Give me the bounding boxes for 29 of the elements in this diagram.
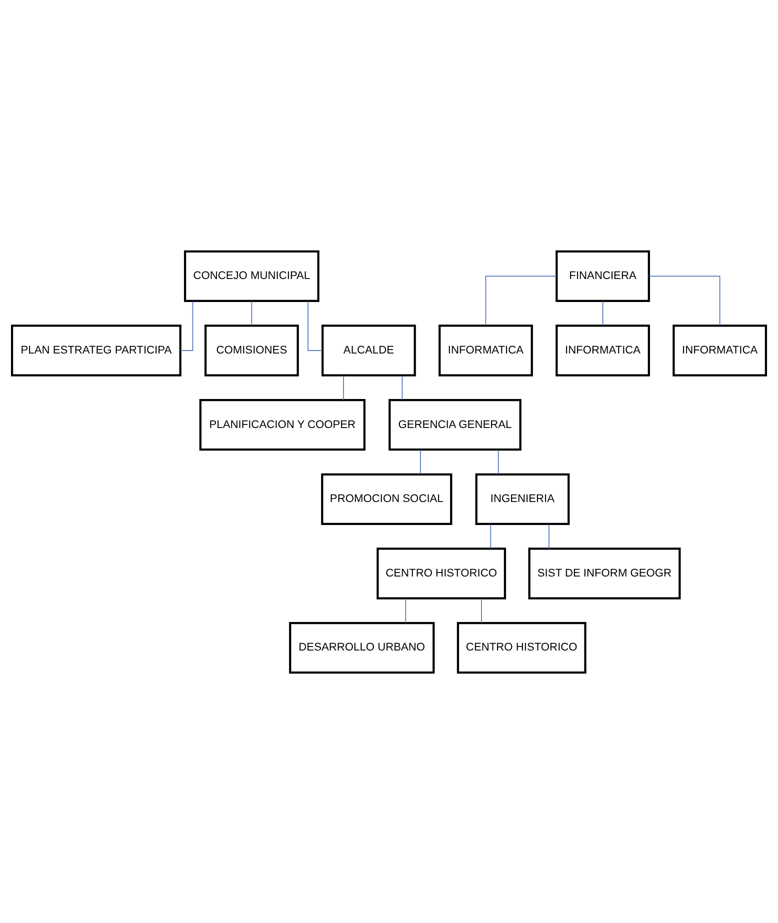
connector — [490, 523, 492, 549]
node-box: INGENIERIA — [475, 472, 570, 524]
node-box: PLAN ESTRATEG PARTICIPA — [10, 324, 182, 376]
node-box: PROMOCION SOCIAL — [321, 472, 452, 524]
node-box: GERENCIA GENERAL — [388, 398, 522, 450]
connector — [343, 374, 344, 400]
node-box: ALCALDE — [322, 324, 416, 376]
connector — [251, 300, 252, 326]
node-box: FINANCIERA — [556, 250, 650, 302]
node-box: INFORMATICA — [556, 324, 650, 376]
connector — [548, 523, 550, 549]
node-box: SIST DE INFORM GEOGR — [528, 547, 681, 599]
node-box: COMISIONES — [204, 324, 299, 376]
connector — [485, 275, 557, 326]
node-box: CENTRO HISTORICO — [376, 547, 506, 599]
connector — [405, 598, 406, 623]
node-box: INFORMATICA — [438, 324, 533, 376]
connector — [308, 300, 323, 350]
node-box: CONCEJO MUNICIPAL — [184, 250, 320, 302]
connector — [602, 300, 604, 326]
node-box: INFORMATICA — [672, 324, 768, 376]
connector — [481, 598, 482, 623]
connector — [402, 374, 403, 400]
node-box: DESARROLLO URBANO — [289, 621, 435, 674]
node-box: CENTRO HISTORICO — [456, 621, 586, 674]
connector — [648, 275, 720, 326]
connector — [420, 449, 421, 474]
node-box: PLANIFICACION Y COOPER — [199, 398, 366, 450]
connector — [498, 449, 499, 474]
